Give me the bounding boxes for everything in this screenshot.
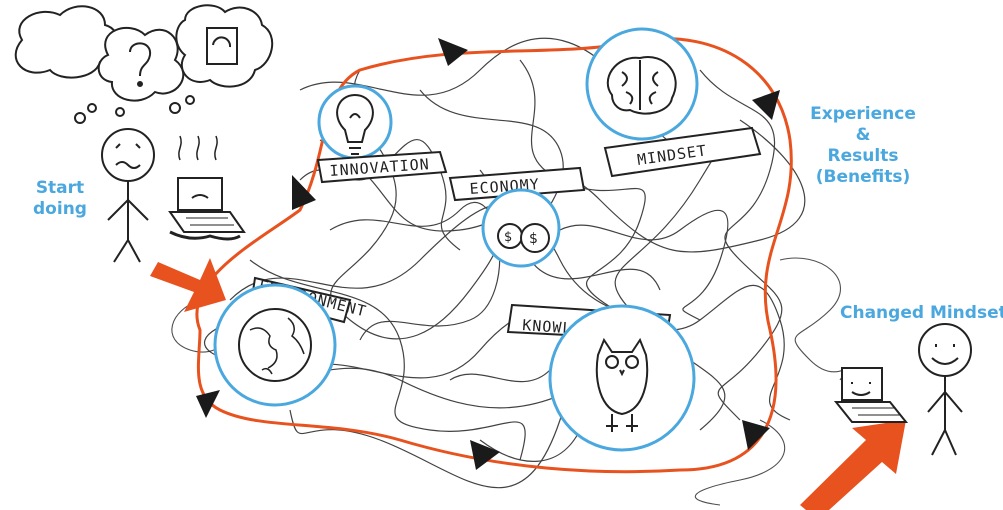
arrowhead-bottom — [470, 440, 500, 470]
results-line: Results — [827, 146, 899, 166]
confused-person-figure — [101, 128, 155, 263]
ampersand-line: & — [855, 125, 871, 145]
cloud-bubble-question — [97, 26, 185, 102]
trash-can-icon — [206, 27, 238, 65]
globe-icon — [238, 308, 312, 382]
start-orange-arrow — [150, 258, 226, 312]
svg-text:$: $ — [504, 230, 512, 245]
arrowhead-top — [438, 38, 468, 66]
innovation-banner — [316, 150, 448, 184]
brain-icon — [606, 56, 677, 115]
economy-banner — [448, 166, 586, 202]
arrowhead-bottom-right — [742, 420, 770, 450]
experience-results-label: Experience & Results (Benefits) — [808, 104, 918, 188]
lightbulb-icon — [336, 93, 374, 155]
owl-icon — [595, 337, 649, 432]
mindset-banner — [603, 126, 762, 178]
topic-mindset: MINDSET — [585, 27, 762, 178]
topic-environment: ENVIRONMENT — [213, 276, 368, 407]
money-bags-icon: $ $ — [497, 223, 550, 253]
question-mark-icon — [129, 42, 152, 87]
svg-text:$: $ — [529, 231, 538, 247]
benefits-line: (Benefits) — [815, 167, 911, 187]
cloud-bubble-top — [175, 4, 274, 88]
happy-person-figure — [918, 323, 972, 456]
arrowhead-right — [752, 90, 780, 120]
loop-direction-arrows — [196, 38, 780, 470]
topic-knowledge: KNOWLEDGE — [506, 303, 696, 452]
arrowhead-left — [292, 175, 316, 210]
start-doing-label: Start doing — [33, 178, 87, 219]
thought-bubbles — [14, 4, 274, 124]
experience-line: Experience — [810, 104, 916, 124]
topic-innovation: INNOVATION — [316, 84, 448, 184]
topic-economy: ECONOMY $ $ — [448, 166, 586, 268]
changed-mindset-label: Changed Mindset — [840, 303, 1003, 323]
arrowhead-bottom-left — [196, 390, 220, 418]
frustrated-laptop-icon — [168, 135, 246, 241]
end-orange-arrow — [800, 420, 906, 510]
happy-laptop-icon — [833, 367, 909, 423]
